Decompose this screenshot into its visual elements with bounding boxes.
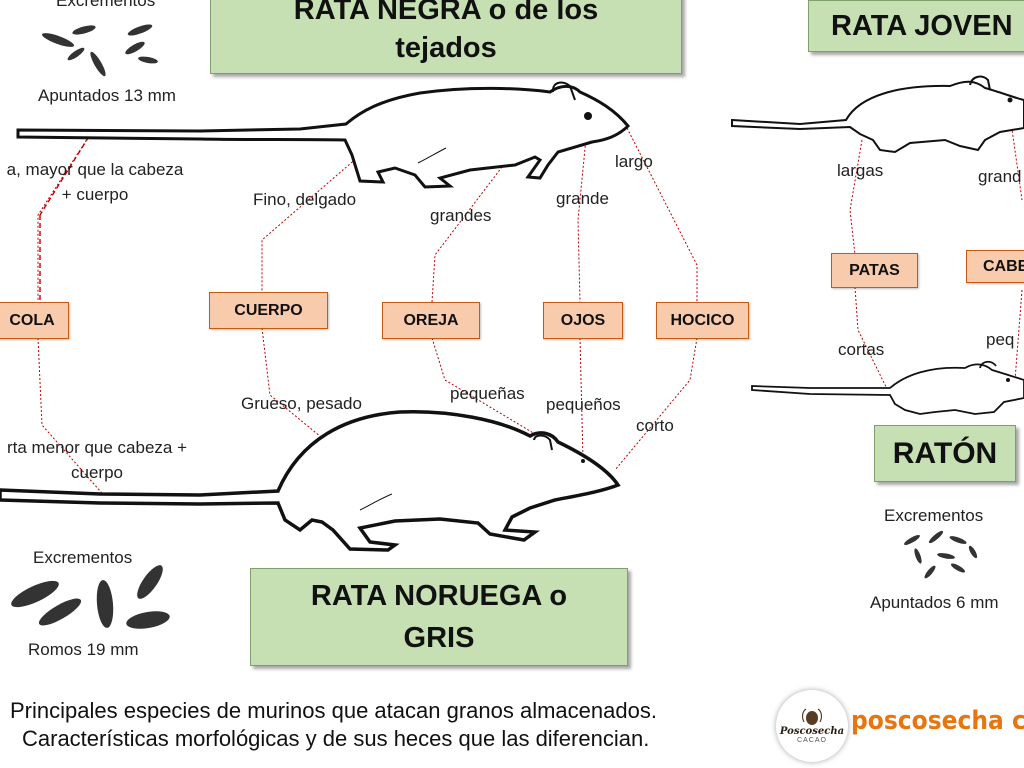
norway-rat-snout-trait: corto [636, 416, 674, 435]
tag-cuerpo-label: CUERPO [234, 301, 303, 319]
tag-hocico-label: HOCICO [670, 311, 735, 329]
black-rat-drawing [16, 81, 631, 189]
black-rat-body-trait: Fino, delgado [253, 190, 357, 209]
mouse-title: RATÓN [892, 436, 998, 470]
figure-caption: Principales especies de murinos que atac… [10, 697, 657, 753]
tag-oreja: OREJA [382, 302, 480, 339]
norway-rat-tail-line2: cuerpo [71, 463, 123, 482]
norway-rat-body-trait: Grueso, pesado [241, 394, 362, 413]
mouse-droppings [904, 530, 978, 579]
norway-rat-title-line2: GRIS [403, 622, 475, 654]
young-rat-head-trait: grand [978, 167, 1022, 186]
norway-rat-ears-trait: pequeñas [450, 384, 525, 403]
tag-ojos-label: OJOS [560, 311, 606, 329]
black-rat-droppings-desc: Apuntados 13 mm [38, 86, 176, 105]
black-rat-eye [584, 112, 592, 120]
tag-cola-label: COLA [9, 311, 55, 329]
mouse-drawing [751, 360, 1024, 415]
mouse-title-box: RATÓN [874, 425, 1016, 482]
black-rat-eyes-trait: grande [556, 189, 609, 208]
brand-text: poscosecha cac [851, 706, 1024, 736]
young-rat-title: RATA JOVEN [831, 9, 1013, 42]
mouse-head-trait: peq [986, 330, 1015, 349]
poscosecha-logo: Poscosecha CACAO [776, 690, 848, 762]
norway-rat-eyes-trait: pequeños [546, 395, 621, 414]
norway-rat-eye [581, 459, 585, 463]
black-rat-title-box: RATA NEGRA o de los tejados [210, 0, 682, 74]
caption-line1: Principales especies de murinos que atac… [10, 698, 657, 723]
logo-name: Poscosecha [779, 726, 845, 737]
norway-rat-title-box: RATA NORUEGA o GRIS [250, 568, 628, 666]
tag-cabeza-label: CABE [983, 257, 1024, 275]
young-rat-legs-trait: largas [837, 161, 884, 180]
mouse-droppings-title: Excrementos [884, 506, 984, 525]
tag-patas-label: PATAS [849, 261, 900, 279]
cacao-pod-icon [801, 708, 823, 725]
logo-sub: CACAO [797, 737, 827, 744]
young-rat-drawing [731, 75, 1024, 154]
black-rat-tail-trait: a, mayor que la cabeza + cuerpo [0, 157, 200, 207]
black-rat-droppings-title: Excrementos [56, 0, 156, 10]
mouse-droppings-desc: Apuntados 6 mm [870, 593, 999, 612]
norway-rat-droppings-desc: Romos 19 mm [28, 640, 139, 659]
norway-rat-tail-trait: rta menor que cabeza + cuerpo [0, 435, 202, 485]
norway-rat-drawing [0, 409, 621, 552]
tag-cabeza: CABE [966, 250, 1024, 283]
black-rat-title-line1: RATA NEGRA o de los [293, 0, 599, 26]
norway-rat-title-line1: RATA NORUEGA o [310, 580, 568, 612]
tag-oreja-label: OREJA [403, 311, 459, 329]
tag-hocico: HOCICO [656, 302, 749, 339]
black-rat-tail-line1: a, mayor que la cabeza [6, 160, 184, 179]
tag-ojos: OJOS [543, 302, 623, 339]
young-rat-title-box: RATA JOVEN [808, 0, 1024, 52]
tag-cuerpo: CUERPO [209, 292, 328, 329]
black-rat-droppings [41, 24, 158, 77]
black-rat-snout-trait: largo [615, 152, 653, 171]
black-rat-ears-trait: grandes [430, 206, 492, 225]
norway-rat-droppings [11, 565, 170, 629]
caption-line2: Características morfológicas y de sus he… [22, 726, 650, 751]
tag-cola: COLA [0, 302, 69, 339]
black-rat-tail-line2: + cuerpo [61, 185, 129, 204]
tag-patas: PATAS [831, 253, 918, 288]
mouse-legs-trait: cortas [838, 340, 885, 359]
black-rat-title-line2: tejados [395, 32, 497, 64]
norway-rat-droppings-title: Excrementos [33, 548, 133, 567]
norway-rat-tail-line1: rta menor que cabeza + [6, 438, 188, 457]
